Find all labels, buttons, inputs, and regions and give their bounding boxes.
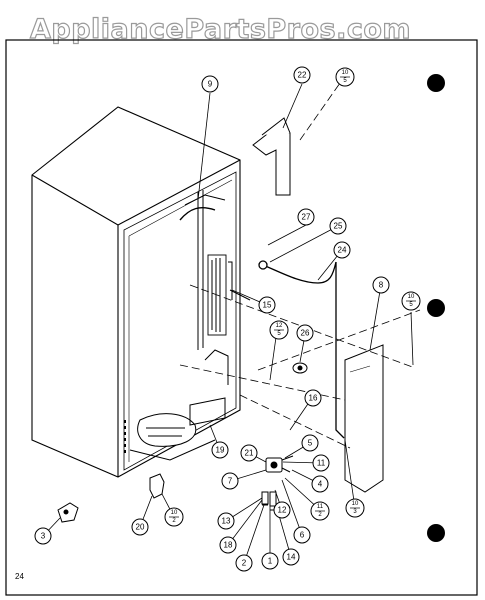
- callout-19: [211, 441, 229, 459]
- callout-label: 14: [287, 553, 296, 562]
- callout-label: 15: [263, 301, 272, 310]
- callout-label: 9: [208, 80, 213, 89]
- callout-7: [221, 472, 239, 490]
- callout-22: [293, 66, 311, 84]
- fitting-26: [292, 362, 308, 374]
- callout-label: 10: [408, 294, 415, 300]
- callouts: [34, 66, 421, 572]
- binder-hole: [427, 299, 445, 317]
- drain-tube: [258, 260, 345, 439]
- callout-21: [240, 444, 258, 462]
- callout-label: 19: [216, 446, 225, 455]
- callout-3: [34, 527, 52, 545]
- callout-6: [293, 526, 311, 544]
- cover-panel-8: [344, 344, 384, 493]
- callout-label: 10: [352, 501, 359, 507]
- callout-18: [219, 536, 237, 554]
- callout-label: 18: [224, 541, 233, 550]
- callout-label: 3: [41, 532, 46, 541]
- callout-16: [304, 389, 322, 407]
- callout-label: 3: [353, 509, 357, 515]
- callout-26: [296, 324, 314, 342]
- callout-label: 20: [136, 523, 145, 532]
- panel-22: [252, 117, 291, 196]
- callout-14: [282, 548, 300, 566]
- callout-8: [372, 276, 390, 294]
- bracket-3: [57, 502, 79, 523]
- binder-hole: [427, 524, 445, 542]
- page-number: 24: [15, 572, 24, 581]
- callout-label: 2: [242, 559, 247, 568]
- callout-25: [329, 217, 347, 235]
- callout-label: 22: [298, 71, 307, 80]
- compressor-area: [129, 397, 226, 461]
- callout-label: 13: [222, 517, 231, 526]
- binder-hole: [427, 74, 445, 92]
- callout-label: 10: [342, 70, 349, 76]
- callout-label: 11: [317, 504, 324, 510]
- callout-24: [333, 241, 351, 259]
- callout-20: [131, 518, 149, 536]
- callout-label: 5: [308, 439, 313, 448]
- callout-12: [273, 501, 291, 519]
- page-frame: [5, 39, 478, 596]
- callout-13: [217, 512, 235, 530]
- callout-label: 16: [309, 394, 318, 403]
- callout-label: 12: [278, 506, 287, 515]
- callout-label: 11: [317, 459, 326, 468]
- callout-label: 8: [379, 281, 384, 290]
- callout-label: 4: [318, 480, 323, 489]
- callout-9: [201, 75, 219, 93]
- callout-1: [261, 552, 279, 570]
- valve-assembly: [261, 455, 294, 511]
- callout-11: [312, 454, 330, 472]
- callout-label: 10: [171, 510, 178, 516]
- callout-label: 25: [334, 222, 343, 231]
- callout-label: 24: [338, 246, 347, 255]
- condenser-tubing: [179, 190, 251, 385]
- callout-label: 27: [302, 213, 311, 222]
- fraction-bars: [169, 76, 416, 518]
- callout-label: 6: [300, 531, 305, 540]
- callout-label: 5: [343, 78, 347, 84]
- callout-label: 2: [318, 512, 322, 518]
- callout-label: 26: [301, 329, 310, 338]
- callout-27: [297, 208, 315, 226]
- alignment-lines: [179, 82, 421, 449]
- callout-label: 2: [172, 518, 176, 524]
- callout-label: 7: [228, 477, 233, 486]
- refrigerator-cabinet: [31, 106, 241, 478]
- callout-label: 12: [276, 323, 283, 329]
- callout-label: 5: [409, 302, 413, 308]
- callout-5: [301, 434, 319, 452]
- callout-label: 5: [277, 331, 281, 337]
- callout-label: 21: [245, 449, 254, 458]
- callout-4: [311, 475, 329, 493]
- callout-2: [235, 554, 253, 572]
- callout-label: 1: [268, 557, 273, 566]
- callout-15: [258, 296, 276, 314]
